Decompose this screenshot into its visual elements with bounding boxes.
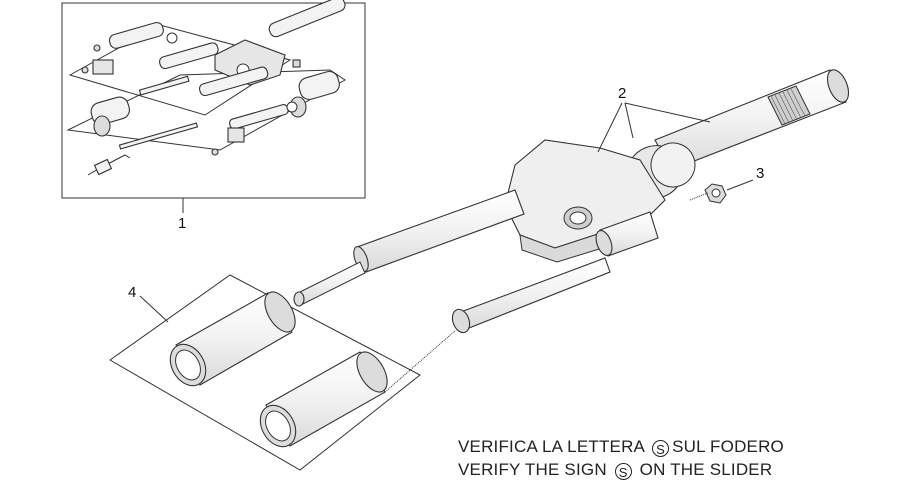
leader-lines	[139, 102, 754, 393]
inset-fork-assembly	[61, 0, 366, 199]
s-letter-symbol: S	[614, 463, 632, 480]
note-english-before: VERIFY THE SIGN	[458, 460, 607, 479]
note-italian-before: VERIFICA LA LETTERA	[458, 437, 645, 456]
left-fork-leg	[293, 189, 525, 307]
callout-4: 4	[128, 284, 137, 301]
nut	[704, 183, 727, 204]
right-fork-leg	[451, 211, 659, 334]
callout-2: 2	[618, 85, 627, 102]
note-english-after: ON THE SLIDER	[639, 460, 773, 479]
note-english: VERIFY THE SIGN S ON THE SLIDER	[458, 461, 772, 480]
note-italian-after: SUL FODERO	[672, 437, 784, 456]
callout-1: 1	[178, 215, 187, 232]
main-fork	[293, 69, 850, 334]
slider-kit	[109, 274, 421, 471]
callout-3: 3	[756, 165, 765, 182]
s-letter-symbol: S	[652, 440, 670, 457]
